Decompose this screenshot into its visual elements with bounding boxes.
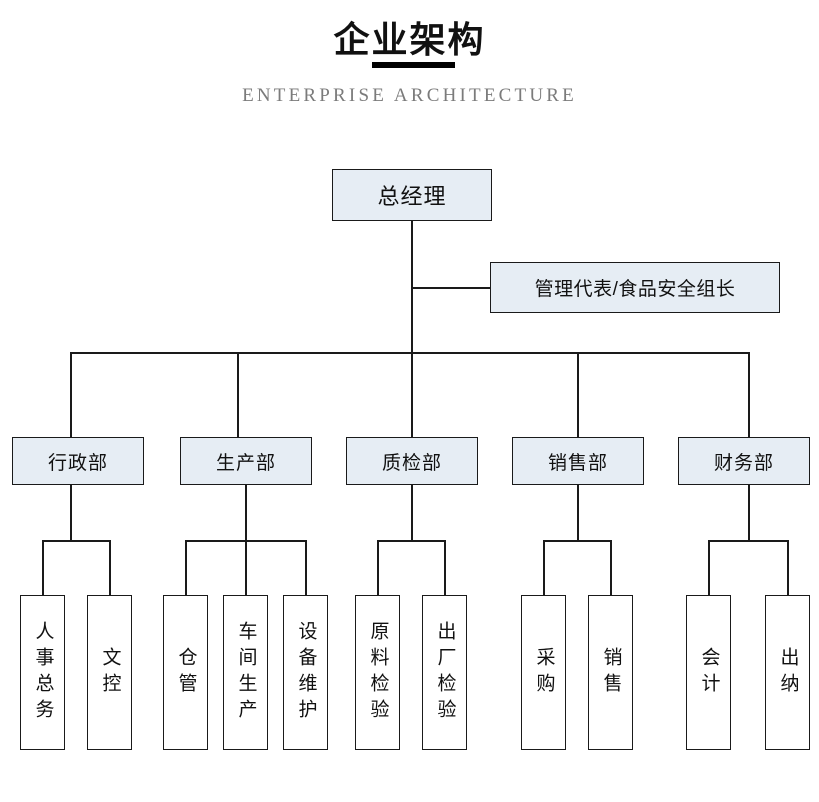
connector-dept2-drop-1 (444, 540, 446, 595)
connector-dept4-drop-0 (708, 540, 710, 595)
connector-dept1-stem (245, 485, 247, 541)
node-management-representative[interactable]: 管理代表/食品安全组长 (490, 262, 780, 313)
connector-drop-dept-2 (411, 352, 413, 437)
node-leaf-document-control-label: 文控 (99, 646, 121, 699)
node-dept-sales-label: 销售部 (547, 452, 608, 474)
node-leaf-raw-material-inspection-label: 原料检验 (367, 620, 389, 725)
node-leaf-accounting[interactable]: 会计 (686, 595, 731, 750)
node-leaf-warehouse-label: 仓管 (175, 646, 197, 699)
node-dept-production[interactable]: 生产部 (180, 437, 312, 485)
node-leaf-cashier-label: 出纳 (777, 646, 799, 699)
connector-drop-dept-0 (70, 352, 72, 437)
connector-dept0-stem (70, 485, 72, 541)
connector-dept1-drop-1 (245, 540, 247, 595)
node-dept-production-label: 生产部 (215, 452, 276, 474)
connector-dept0-drop-1 (109, 540, 111, 595)
node-leaf-accounting-label: 会计 (698, 646, 720, 699)
node-leaf-raw-material-inspection[interactable]: 原料检验 (355, 595, 400, 750)
node-leaf-cashier[interactable]: 出纳 (765, 595, 810, 750)
node-leaf-factory-outgoing-inspection-label: 出厂检验 (434, 620, 456, 725)
connector-dept2-drop-0 (377, 540, 379, 595)
node-dept-administration-label: 行政部 (47, 452, 108, 474)
connector-dept3-stem (577, 485, 579, 541)
page-title: 企业架构 (333, 19, 486, 60)
connector-dept3-bus (543, 540, 611, 542)
node-leaf-purchasing-label: 采购 (533, 646, 555, 699)
connector-dept4-bus (708, 540, 788, 542)
connector-dept1-drop-0 (185, 540, 187, 595)
node-leaf-sales-label: 销售 (600, 646, 622, 699)
node-leaf-hr-general-affairs[interactable]: 人事总务 (20, 595, 65, 750)
page-subtitle: ENTERPRISE ARCHITECTURE (242, 85, 577, 106)
connector-dept2-bus (377, 540, 445, 542)
node-leaf-warehouse[interactable]: 仓管 (163, 595, 208, 750)
title-underline-rule (372, 62, 455, 68)
connector-drop-dept-4 (748, 352, 750, 437)
node-dept-quality-inspection[interactable]: 质检部 (346, 437, 478, 485)
node-dept-finance[interactable]: 财务部 (678, 437, 810, 485)
node-dept-quality-inspection-label: 质检部 (381, 452, 442, 474)
node-leaf-equipment-maintenance-label: 设备维护 (295, 620, 317, 725)
connector-drop-dept-1 (237, 352, 239, 437)
node-general-manager[interactable]: 总经理 (332, 169, 492, 221)
node-leaf-equipment-maintenance[interactable]: 设备维护 (283, 595, 328, 750)
connector-dept3-drop-0 (543, 540, 545, 595)
connector-dept2-stem (411, 485, 413, 541)
node-leaf-purchasing[interactable]: 采购 (521, 595, 566, 750)
node-leaf-document-control[interactable]: 文控 (87, 595, 132, 750)
node-leaf-sales[interactable]: 销售 (588, 595, 633, 750)
connector-department-bus (70, 352, 749, 354)
connector-dept4-stem (748, 485, 750, 541)
node-dept-finance-label: 财务部 (713, 452, 774, 474)
connector-staff-branch (411, 287, 491, 289)
node-dept-administration[interactable]: 行政部 (12, 437, 144, 485)
connector-dept0-bus (42, 540, 110, 542)
node-leaf-hr-general-affairs-label: 人事总务 (32, 620, 54, 725)
node-dept-sales[interactable]: 销售部 (512, 437, 644, 485)
connector-dept0-drop-0 (42, 540, 44, 595)
connector-dept4-drop-1 (787, 540, 789, 595)
connector-drop-dept-3 (577, 352, 579, 437)
node-leaf-workshop-production[interactable]: 车间生产 (223, 595, 268, 750)
node-general-manager-label: 总经理 (377, 184, 447, 209)
connector-dept3-drop-1 (610, 540, 612, 595)
node-leaf-workshop-production-label: 车间生产 (235, 620, 257, 725)
connector-dept1-drop-2 (305, 540, 307, 595)
node-management-representative-label: 管理代表/食品安全组长 (534, 279, 736, 300)
node-leaf-factory-outgoing-inspection[interactable]: 出厂检验 (422, 595, 467, 750)
